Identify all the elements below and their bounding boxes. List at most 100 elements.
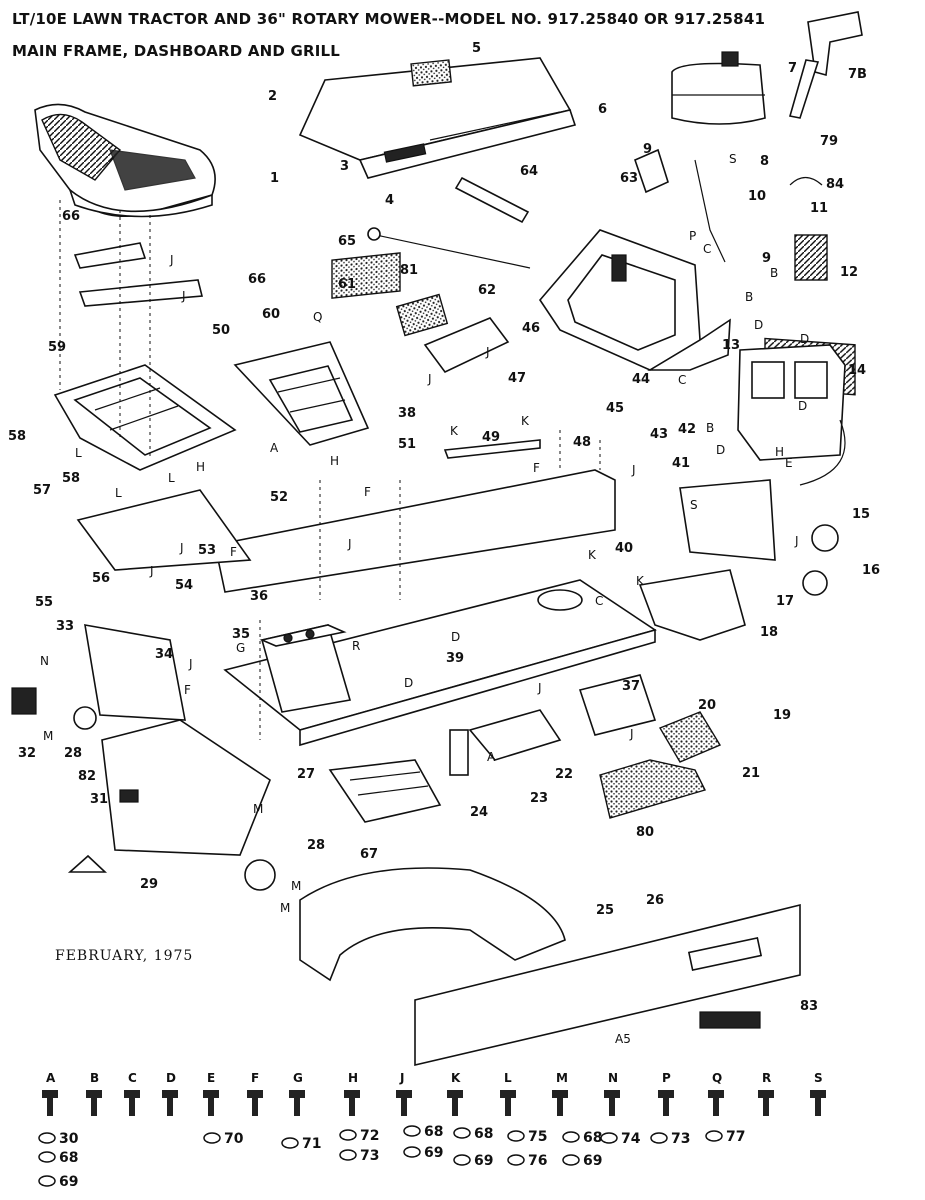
fastener-icon-S — [810, 1090, 826, 1116]
fastener-icon-A — [42, 1090, 58, 1116]
cap-16b-part — [802, 570, 828, 596]
fastener-icon-M — [552, 1090, 568, 1116]
callout-28: 28 — [307, 838, 325, 853]
callout-27: 27 — [297, 767, 315, 782]
hardware-letter-E: E — [207, 1071, 215, 1085]
hardware-number-69: 69 — [59, 1174, 78, 1190]
plate-80-part — [599, 759, 707, 819]
callout-15: 15 — [852, 507, 870, 522]
dash-panel-part — [538, 229, 731, 371]
fastener-letter-H: H — [330, 454, 339, 468]
hardware-number-69: 69 — [424, 1145, 443, 1161]
callout-52: 52 — [270, 490, 288, 505]
rod-79-part — [788, 59, 820, 119]
plate-22-part — [468, 709, 562, 761]
fastener-letter-J: J — [179, 541, 184, 555]
hardware-letter-M: M — [556, 1071, 568, 1085]
callout-22: 22 — [555, 767, 573, 782]
callout-66: 66 — [248, 272, 266, 287]
hardware-number-69: 69 — [474, 1153, 493, 1169]
side-rail-48-part — [214, 469, 616, 593]
fastener-letter-G: G — [236, 641, 245, 655]
callout-25: 25 — [596, 903, 614, 918]
callout-1: 1 — [270, 171, 279, 186]
callout-4: 4 — [385, 193, 394, 208]
fastener-letter-L: L — [115, 486, 122, 500]
callout-20: 20 — [698, 698, 716, 713]
pad-47-part — [423, 317, 510, 374]
callout-12: 12 — [840, 265, 858, 280]
hardware-letter-P: P — [662, 1071, 671, 1085]
callout-48: 48 — [573, 435, 591, 450]
fastener-letter-D: D — [404, 676, 413, 690]
callout-21: 21 — [742, 766, 760, 781]
callout-57: 57 — [33, 483, 51, 498]
hardware-letter-K: K — [451, 1071, 461, 1085]
fastener-letter-E: E — [785, 456, 793, 470]
grill-screen-11-part — [794, 234, 828, 281]
fastener-letter-J: J — [631, 463, 636, 477]
callout-8: 8 — [760, 154, 769, 169]
washer-icon — [38, 1151, 56, 1163]
fastener-letter-J: J — [188, 657, 193, 671]
hardware-number-73: 73 — [671, 1131, 690, 1147]
emblem-29-part — [67, 854, 108, 873]
washer-icon — [403, 1125, 421, 1137]
callout-3: 3 — [340, 159, 349, 174]
fastener-icon-P — [658, 1090, 674, 1116]
callout-67: 67 — [360, 847, 378, 862]
fastener-icon-B — [86, 1090, 102, 1116]
rear-fender-part — [299, 867, 566, 982]
wheel-28b-part — [73, 706, 97, 730]
hood-part — [298, 57, 577, 179]
fastener-letter-C: C — [678, 373, 686, 387]
fastener-letter-K: K — [636, 574, 645, 588]
callout-45: 45 — [606, 401, 624, 416]
callout-62: 62 — [478, 283, 496, 298]
callout-41: 41 — [672, 456, 690, 471]
fastener-letter-J: J — [347, 537, 352, 551]
callout-39: 39 — [446, 651, 464, 666]
fastener-icon-Q — [708, 1090, 724, 1116]
hardware-letter-G: G — [293, 1071, 303, 1085]
fastener-letter-F: F — [533, 461, 540, 475]
fastener-letter-S: S — [729, 152, 737, 166]
callout-38: 38 — [398, 406, 416, 421]
throttle-63-part — [634, 148, 669, 194]
hardware-number-76: 76 — [528, 1153, 547, 1169]
fastener-letter-D: D — [451, 630, 460, 644]
fastener-letter-Q: Q — [313, 310, 322, 324]
callout-14: 14 — [848, 363, 866, 378]
callout-83: 83 — [800, 999, 818, 1014]
callout-18: 18 — [760, 625, 778, 640]
fastener-letter-J: J — [149, 564, 154, 578]
a5-label: A5 — [615, 1032, 631, 1046]
bar-49-part — [443, 439, 541, 459]
hardware-number-30: 30 — [59, 1131, 79, 1147]
rear-rail-part — [414, 903, 801, 1067]
fastener-letter-D: D — [716, 443, 725, 457]
callout-55: 55 — [35, 595, 53, 610]
plate-20-part — [578, 674, 657, 736]
callout-34: 34 — [155, 647, 173, 662]
hardware-number-74: 74 — [621, 1131, 641, 1147]
fastener-letter-K: K — [588, 548, 597, 562]
fastener-letter-R: R — [352, 639, 360, 653]
footrest-plate-part — [233, 341, 370, 446]
fastener-letter-A: A — [270, 441, 279, 455]
callout-24: 24 — [470, 805, 488, 820]
hardware-letter-A: A — [46, 1071, 56, 1085]
callout-23: 23 — [530, 791, 548, 806]
callout-64: 64 — [520, 164, 538, 179]
fastener-letter-L: L — [168, 471, 175, 485]
hardware-letter-H: H — [348, 1071, 358, 1085]
callout-31: 31 — [90, 792, 108, 807]
washer-icon — [507, 1154, 525, 1166]
fastener-icon-N — [604, 1090, 620, 1116]
fastener-letter-H: H — [196, 460, 205, 474]
washer-icon — [562, 1154, 580, 1166]
washer-icon — [562, 1131, 580, 1143]
callout-80: 80 — [636, 825, 654, 840]
panel-31-part — [101, 719, 271, 856]
fastener-letter-J: J — [427, 372, 432, 386]
